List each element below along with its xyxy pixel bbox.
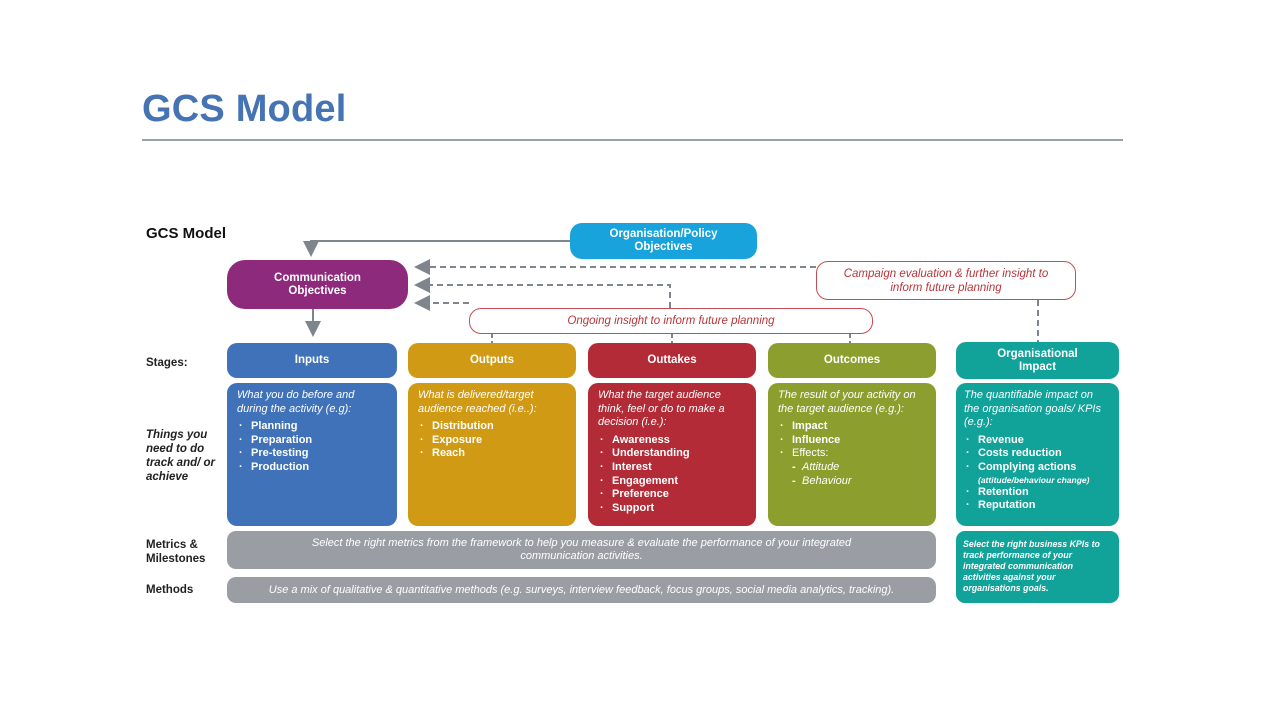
list-item: Preparation bbox=[237, 434, 387, 448]
stage-header-outtakes: Outtakes bbox=[588, 343, 756, 378]
list-item: Behaviour bbox=[778, 475, 926, 489]
list-item-note: (attitude/behaviour change) bbox=[978, 474, 1090, 485]
list-item: Exposure bbox=[418, 434, 566, 448]
list-item: Production bbox=[237, 461, 387, 475]
list-item: Costs reduction bbox=[964, 447, 1111, 461]
diagram-title: GCS Model bbox=[146, 225, 227, 242]
list-item: Planning bbox=[237, 420, 387, 434]
list-item: Support bbox=[598, 502, 746, 516]
list-item: Preference bbox=[598, 488, 746, 502]
list-item: Engagement bbox=[598, 475, 746, 489]
row-label-things: Things you need to do track and/ or achi… bbox=[146, 429, 216, 483]
list-item: Understanding bbox=[598, 447, 746, 461]
stage-name-inputs: Inputs bbox=[294, 354, 330, 366]
list-item: Pre-testing bbox=[237, 447, 387, 461]
stage-name-outtakes: Outtakes bbox=[647, 354, 697, 366]
stage-list-outputs: Distribution Exposure Reach bbox=[418, 420, 566, 461]
list-item: Reach bbox=[418, 447, 566, 461]
kpi-note: Select the right business KPIs to track … bbox=[956, 531, 1119, 603]
list-item: Interest bbox=[598, 461, 746, 475]
stage-body-outtakes: What the target audience think, feel or … bbox=[588, 383, 756, 526]
methods-bar: Use a mix of qualitative & quantitative … bbox=[227, 577, 936, 603]
stage-intro-org-impact: The quantifiable impact on the organisat… bbox=[964, 389, 1101, 429]
org-policy-objectives: Organisation/Policy Objectives bbox=[570, 223, 757, 259]
stage-body-org-impact: The quantifiable impact on the organisat… bbox=[956, 383, 1119, 526]
ongoing-insight-box: Ongoing insight to inform future plannin… bbox=[469, 308, 873, 334]
list-item: Distribution bbox=[418, 420, 566, 434]
list-item: Complying actions bbox=[964, 461, 1111, 475]
stage-header-org-impact: Organisational Impact bbox=[956, 342, 1119, 379]
communication-objectives: Communication Objectives bbox=[227, 260, 408, 309]
stage-name-outputs: Outputs bbox=[469, 354, 515, 366]
campaign-evaluation-box: Campaign evaluation & further insight to… bbox=[816, 261, 1076, 300]
stage-header-outputs: Outputs bbox=[408, 343, 576, 378]
communication-objectives-label: Communication Objectives bbox=[274, 271, 361, 297]
row-label-methods: Methods bbox=[146, 584, 194, 596]
stage-body-inputs: What you do before and during the activi… bbox=[227, 383, 397, 526]
stage-list-outcomes: Impact Influence Effects: Attitude Behav… bbox=[778, 420, 926, 488]
ongoing-insight-label: Ongoing insight to inform future plannin… bbox=[567, 315, 775, 327]
row-label-metrics: Metrics & Milestones bbox=[146, 539, 206, 565]
page-title: GCS Model bbox=[142, 88, 347, 130]
list-item: Influence bbox=[778, 434, 926, 448]
kpi-text: Select the right business KPIs to track … bbox=[963, 539, 1100, 593]
metrics-text: Select the right metrics from the framew… bbox=[311, 537, 852, 562]
list-item: Attitude bbox=[778, 461, 926, 475]
list-item: Awareness bbox=[598, 434, 746, 448]
org-to-comm-arrow bbox=[303, 240, 570, 257]
list-item: Reputation bbox=[964, 499, 1111, 513]
list-item: Impact bbox=[778, 420, 926, 434]
stage-body-outputs: What is delivered/target audience reache… bbox=[408, 383, 576, 526]
stage-body-outcomes: The result of your activity on the targe… bbox=[768, 383, 936, 526]
ongoing-feedback-arrow-1 bbox=[414, 277, 671, 308]
stage-intro-outcomes: The result of your activity on the targe… bbox=[778, 389, 916, 415]
stage-name-outcomes: Outcomes bbox=[823, 354, 881, 366]
stage-intro-outputs: What is delivered/target audience reache… bbox=[418, 389, 537, 415]
methods-text: Use a mix of qualitative & quantitative … bbox=[268, 583, 895, 596]
org-policy-label: Organisation/Policy Objectives bbox=[609, 228, 718, 253]
list-item: Effects: bbox=[778, 447, 926, 461]
metrics-bar: Select the right metrics from the framew… bbox=[227, 531, 936, 569]
campaign-evaluation-label: Campaign evaluation & further insight to… bbox=[843, 267, 1049, 294]
stage-intro-outtakes: What the target audience think, feel or … bbox=[598, 389, 725, 429]
title-divider bbox=[142, 139, 1123, 141]
row-label-stages: Stages: bbox=[146, 357, 188, 369]
stage-intro-inputs: What you do before and during the activi… bbox=[237, 389, 355, 415]
stage-name-org-impact: Organisational Impact bbox=[997, 347, 1078, 373]
stage-list-org-impact: Revenue Costs reduction Complying action… bbox=[964, 434, 1111, 513]
stage-list-outtakes: Awareness Understanding Interest Engagem… bbox=[598, 434, 746, 516]
stage-header-inputs: Inputs bbox=[227, 343, 397, 378]
stage-header-outcomes: Outcomes bbox=[768, 343, 936, 378]
stage-list-inputs: Planning Preparation Pre-testing Product… bbox=[237, 420, 387, 474]
list-item: Revenue bbox=[964, 434, 1111, 448]
list-item: Retention bbox=[964, 486, 1111, 500]
